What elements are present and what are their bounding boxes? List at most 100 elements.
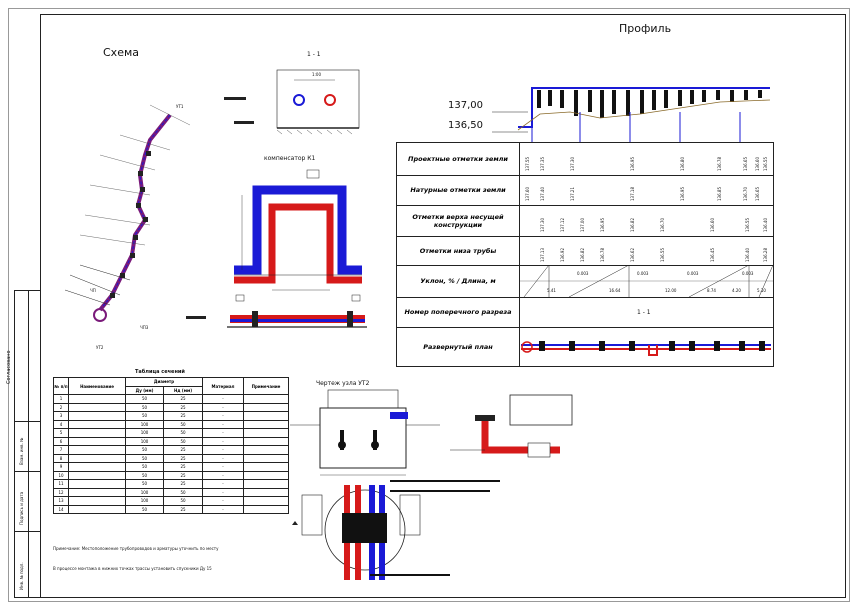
table-cell (68, 496, 126, 506)
profile-value: 137.12 (560, 218, 565, 232)
table-cell (68, 470, 126, 480)
table-cell: 11 (53, 479, 69, 489)
table-cell (243, 428, 289, 438)
table-cell: 50 (124, 453, 165, 463)
table-cell: 50 (124, 462, 165, 472)
profile-value: 136.80 (680, 157, 685, 171)
profile-value: 136.82 (630, 218, 635, 232)
table-cell: 5 (53, 428, 69, 438)
slope-value: 0.003 (637, 271, 649, 276)
section-number: 1 - 1 (637, 309, 651, 316)
table-cell: 50 (163, 487, 203, 497)
compensator-title: компенсатор К1 (264, 155, 316, 162)
profile-value: 137.40 (540, 187, 545, 201)
profile-value: 137.13 (540, 248, 545, 262)
table-cell: - (202, 470, 244, 480)
table-cell (68, 462, 126, 472)
table-cell (243, 504, 289, 514)
table-cell: - (202, 436, 244, 446)
th-du: Ду (мм) (124, 385, 165, 395)
note-line-1: Примечание: Местоположение трубопроводов… (53, 546, 219, 551)
profile-value: 136.85 (717, 187, 722, 201)
profile-value: 136.78 (600, 248, 605, 262)
table-cell: 25 (163, 402, 203, 412)
level-136-5: 136,50 (448, 120, 483, 131)
outer-border (8, 8, 850, 602)
table-cell: 50 (163, 436, 203, 446)
stamp-sign-date: Подпись и дата (19, 491, 24, 525)
table-cell: 25 (163, 470, 203, 480)
profile-value: 136.60 (755, 157, 760, 171)
table-cell: 50 (124, 479, 165, 489)
table-cell: 2 (53, 402, 69, 412)
sections-table: № п/п Наименование Диаметр Материал Прим… (53, 377, 289, 514)
stamp-column (14, 290, 41, 598)
table-cell: - (202, 496, 244, 506)
table-cell: 25 (163, 445, 203, 455)
table-cell: - (202, 453, 244, 463)
table-cell: 25 (163, 479, 203, 489)
profile-row-support-top: Отметки верха несущей конструкции (412, 212, 504, 229)
table-cell: 25 (163, 394, 203, 404)
table-cell: 1 (53, 394, 69, 404)
table-cell (68, 453, 126, 463)
profile-value: 137.30 (540, 218, 545, 232)
section-1-1-drawing (224, 69, 360, 135)
slope-value: 0.003 (577, 271, 589, 276)
profile-value: 136.55 (660, 248, 665, 262)
slope-value: 0.003 (687, 271, 699, 276)
table-cell (243, 470, 289, 480)
node-chp3-label: ЧП3 (140, 325, 149, 330)
profile-value: 136.95 (600, 218, 605, 232)
profile-value: 136.40 (745, 248, 750, 262)
table-cell (68, 479, 126, 489)
profile-row-pipe-bottom: Отметки низа трубы (419, 246, 497, 255)
profile-value: 136.60 (710, 218, 715, 232)
th-name: Наименование (68, 377, 126, 395)
profile-table: Проектные отметки земли Натурные отметки… (396, 142, 774, 367)
table-cell (68, 436, 126, 446)
profile-title: Профиль (619, 22, 672, 35)
profile-row-section: Номер поперечного разреза (404, 308, 512, 316)
table-cell: - (202, 428, 244, 438)
table-cell: 14 (53, 504, 69, 514)
table-cell (243, 496, 289, 506)
section-title: 1 - 1 (307, 51, 321, 58)
th-diameter: Диаметр (125, 377, 203, 387)
table-cell: 50 (124, 504, 165, 514)
table-cell: 100 (124, 428, 165, 438)
slope-diagonals (519, 265, 773, 297)
table-cell (243, 411, 289, 421)
note-line-2: В процессе монтажа в нижних точках трасс… (53, 566, 212, 571)
profile-value: 136.40 (763, 218, 768, 232)
table-cell (243, 394, 289, 404)
table-cell: 50 (124, 470, 165, 480)
table-cell: - (202, 487, 244, 497)
table-cell: 10 (53, 470, 69, 480)
table-cell: 25 (163, 462, 203, 472)
profile-row-natural-ground: Натурные отметки земли (410, 186, 506, 194)
length-value: 5.10 (757, 288, 766, 293)
inner-frame (40, 14, 846, 598)
table-cell: 50 (124, 411, 165, 421)
stamp-agreed: Согласовано (6, 350, 12, 384)
table-cell: - (202, 419, 244, 429)
node-ut2-label: УТ2 (96, 345, 104, 350)
table-cell (243, 462, 289, 472)
table-cell: 100 (124, 419, 165, 429)
th-nd: Нд (мм) (163, 385, 203, 395)
profile-value: 136.92 (560, 248, 565, 262)
compensator-drawing (227, 169, 367, 328)
profile-value: 137.35 (540, 157, 545, 171)
length-value: 12.00 (665, 288, 677, 293)
table-cell: - (202, 411, 244, 421)
table-cell: 3 (53, 411, 69, 421)
table-cell (68, 428, 126, 438)
